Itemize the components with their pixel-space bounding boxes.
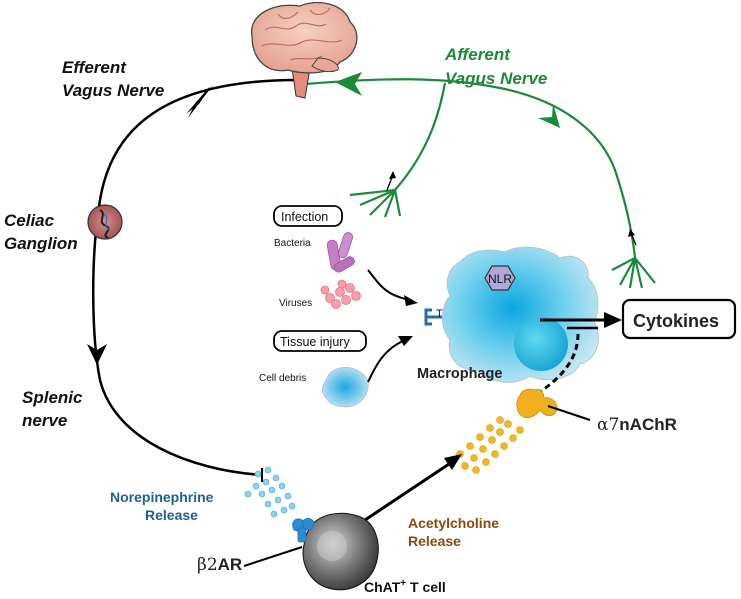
afferent-label-line2: Vagus Nerve — [445, 69, 547, 88]
acetylcholine-label-line2: Release — [408, 533, 461, 549]
afferent-arrowhead-side — [538, 103, 560, 128]
afferent-arrowhead-top — [335, 72, 362, 96]
splenic-label-line1: Splenic — [22, 388, 83, 407]
viruses-label: Viruses — [279, 298, 312, 309]
norepinephrine-molecules — [244, 466, 296, 518]
tissue-injury-box — [273, 330, 367, 352]
celiac-label-line2: Ganglion — [4, 234, 78, 253]
bacteria-label: Bacteria — [274, 238, 311, 249]
afferent-label-line1: Afferent — [444, 45, 511, 64]
macrophage-label: Macrophage — [417, 366, 502, 382]
virus-icon — [320, 279, 361, 309]
efferent-nerve-path — [87, 78, 298, 482]
cytokines-arrowhead — [604, 312, 622, 328]
b2ar-receptor-icon — [292, 518, 315, 543]
cell-debris-icon — [321, 367, 369, 408]
tlr-receptor-icon — [424, 308, 445, 326]
efferent-label-line2: Vagus Nerve — [62, 81, 164, 100]
acetylcholine-molecules — [456, 416, 524, 474]
nlr-hexagon — [484, 265, 516, 291]
norepinephrine-label-line2: Release — [145, 507, 198, 523]
chat-t-cell-label: ChAT+ T cell — [364, 578, 446, 595]
receptor-icon — [516, 388, 558, 418]
cell-debris-label: Cell debris — [259, 373, 306, 384]
acetylcholine-arrowhead — [444, 454, 462, 470]
macrophage-icon: NLR — [442, 246, 599, 383]
a7nachr-label: α7nAChR — [597, 415, 677, 435]
nlr-label: NLR — [488, 272, 512, 286]
norepinephrine-label-line1: Norepinephrine — [110, 489, 214, 505]
cytokines-label: Cytokines — [633, 311, 719, 331]
efferent-label-line1: Efferent — [62, 58, 127, 77]
tissue-injury-label: Tissue injury — [280, 335, 350, 349]
b2ar-label: β2AR — [197, 555, 242, 575]
brain-icon — [251, 1, 358, 99]
infection-box — [273, 205, 343, 227]
splenic-arrowhead — [87, 344, 107, 365]
splenic-label-line2: nerve — [22, 411, 67, 430]
celiac-label-line1: Celiac — [4, 211, 55, 230]
afferent-nerve-path — [304, 78, 656, 289]
infection-label: Infection — [281, 210, 328, 224]
acetylcholine-label-line1: Acetylcholine — [408, 515, 499, 531]
ganglion-icon — [87, 204, 123, 240]
bacteria-icon — [326, 232, 355, 273]
t-cell-icon — [302, 512, 379, 591]
cytokines-box — [621, 298, 737, 340]
